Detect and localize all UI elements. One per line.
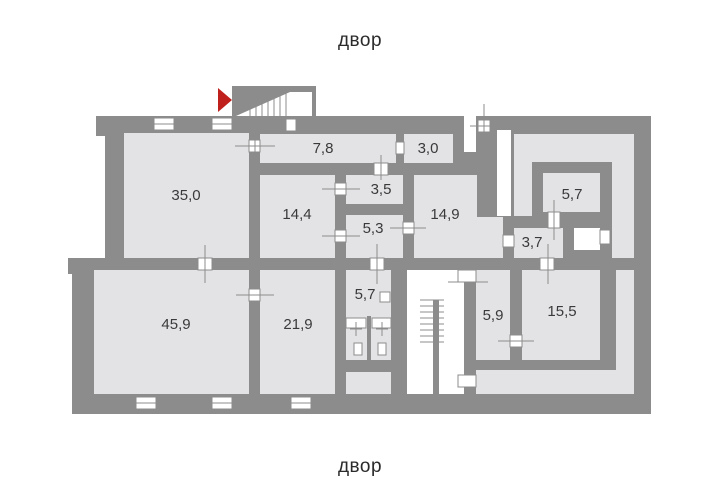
room-7-8: [260, 134, 396, 163]
stairs-icon: [407, 270, 464, 394]
area-45-9: 45,9: [161, 316, 190, 333]
room-3-7: [514, 228, 563, 258]
technical-niche: [574, 228, 611, 250]
area-14-9: 14,9: [430, 206, 459, 223]
rooms: [94, 133, 634, 394]
area-5-3: 5,3: [363, 220, 384, 237]
entrance-stairs: [232, 86, 316, 116]
corridor-bottom-right: [476, 370, 634, 394]
yard-label-bottom: двор: [337, 456, 383, 477]
area-labels: 35,0 7,8 3,0 14,4 3,5 5,3 14,9 5,7 3,7 4…: [161, 140, 582, 333]
area-5-7-bottom: 5,7: [355, 286, 376, 303]
area-14-4: 14,4: [282, 206, 311, 223]
wall-cutouts: [464, 116, 511, 216]
area-3-0: 3,0: [418, 140, 439, 157]
room-3-0: [404, 134, 453, 163]
corridor-mid: [616, 270, 634, 394]
corridor-right-side: [612, 134, 634, 258]
area-5-9: 5,9: [483, 307, 504, 324]
area-5-7-top: 5,7: [562, 186, 583, 203]
area-3-5: 3,5: [371, 181, 392, 198]
area-15-5: 15,5: [547, 303, 576, 320]
area-7-8: 7,8: [313, 140, 334, 157]
area-3-7: 3,7: [522, 234, 543, 251]
room-5-7-top: [543, 173, 600, 212]
room-35-0: [124, 133, 249, 258]
yard-label-top: двор: [337, 30, 383, 51]
small-room: [346, 372, 391, 394]
corridor-service: [514, 162, 532, 216]
area-35-0: 35,0: [171, 187, 200, 204]
room-5-9: [476, 270, 510, 360]
room-45-9: [94, 270, 249, 394]
door-crosshairs: [204, 104, 555, 342]
room-15-5: [522, 270, 600, 360]
room-21-9: [260, 270, 335, 394]
room-14-9: [414, 175, 503, 258]
area-21-9: 21,9: [283, 316, 312, 333]
entrance-arrow-icon: [218, 88, 232, 112]
